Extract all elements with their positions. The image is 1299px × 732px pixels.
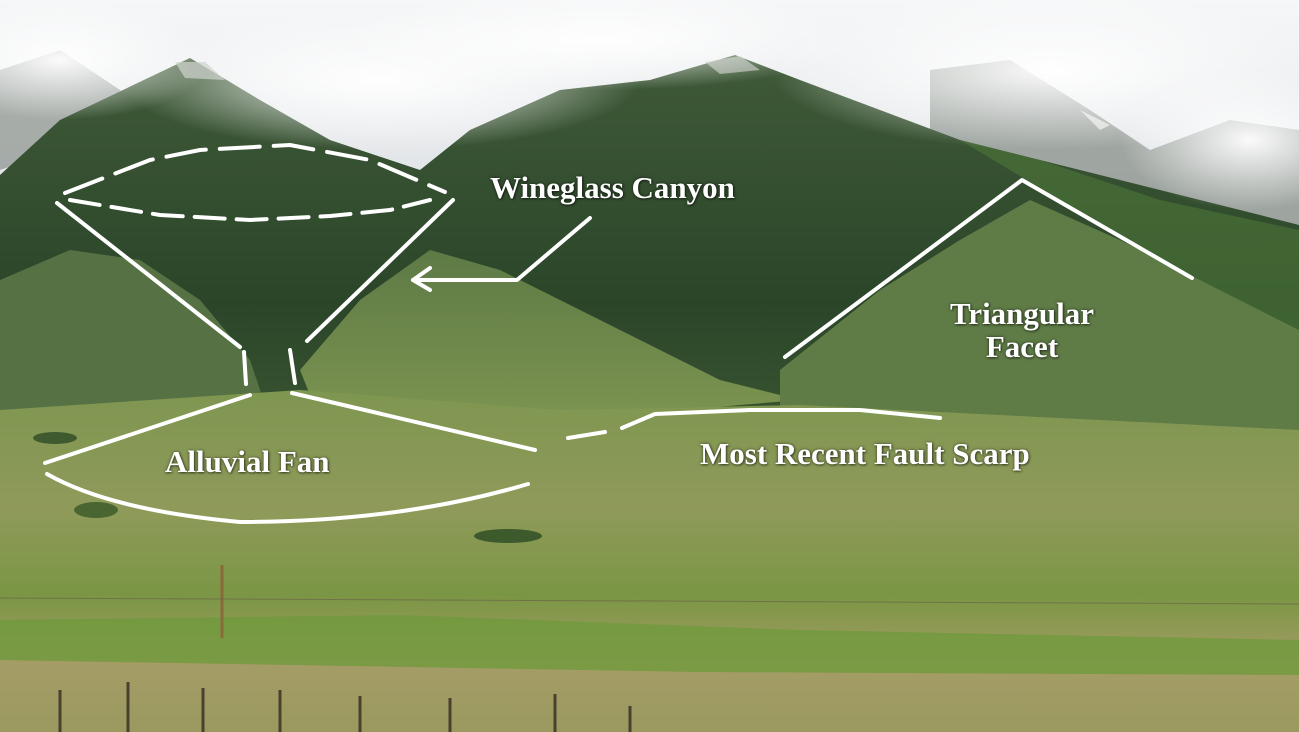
triangular-facet-label-line1: Triangular [949,296,1095,331]
wineglass-stem-left [242,350,248,386]
tree-clump [474,529,542,543]
triangular-facet-outline [783,178,1194,359]
tree-clump [33,432,77,444]
fence-line [58,682,632,732]
central-foothill [300,250,800,420]
triangular-facet-hill [780,200,1299,440]
fence-wire [0,597,1299,605]
triangular-facet-label: Triangular Facet [922,296,1122,364]
green-slope [960,140,1299,330]
wineglass-right-side [305,198,455,343]
wineglass-bowl-bottom [68,198,432,222]
wineglass-left-side [55,201,242,349]
alluvial-fan-upper-right [290,391,537,452]
canyon-arrow-head [411,266,432,292]
left-foothill [0,250,270,420]
canyon-pointer-line [411,216,592,282]
alluvial-fan-upper-left [43,393,252,465]
cloud [1120,70,1299,210]
valley-plain [0,390,1299,732]
fault-scarp-line [566,408,942,440]
green-field-band [0,615,1299,675]
alluvial-fan-label: Alluvial Fan [165,444,330,479]
cloud [0,0,210,120]
wineglass-bowl-top [63,143,447,195]
wineglass-stem-right [288,348,297,385]
fault-scarp-label: Most Recent Fault Scarp [700,436,1030,471]
triangular-facet-label-line2: Facet [985,328,1059,364]
alluvial-fan-bottom [45,472,530,524]
cloud [340,0,860,90]
tree-clump [74,502,118,518]
wineglass-canyon-label: Wineglass Canyon [490,170,735,205]
